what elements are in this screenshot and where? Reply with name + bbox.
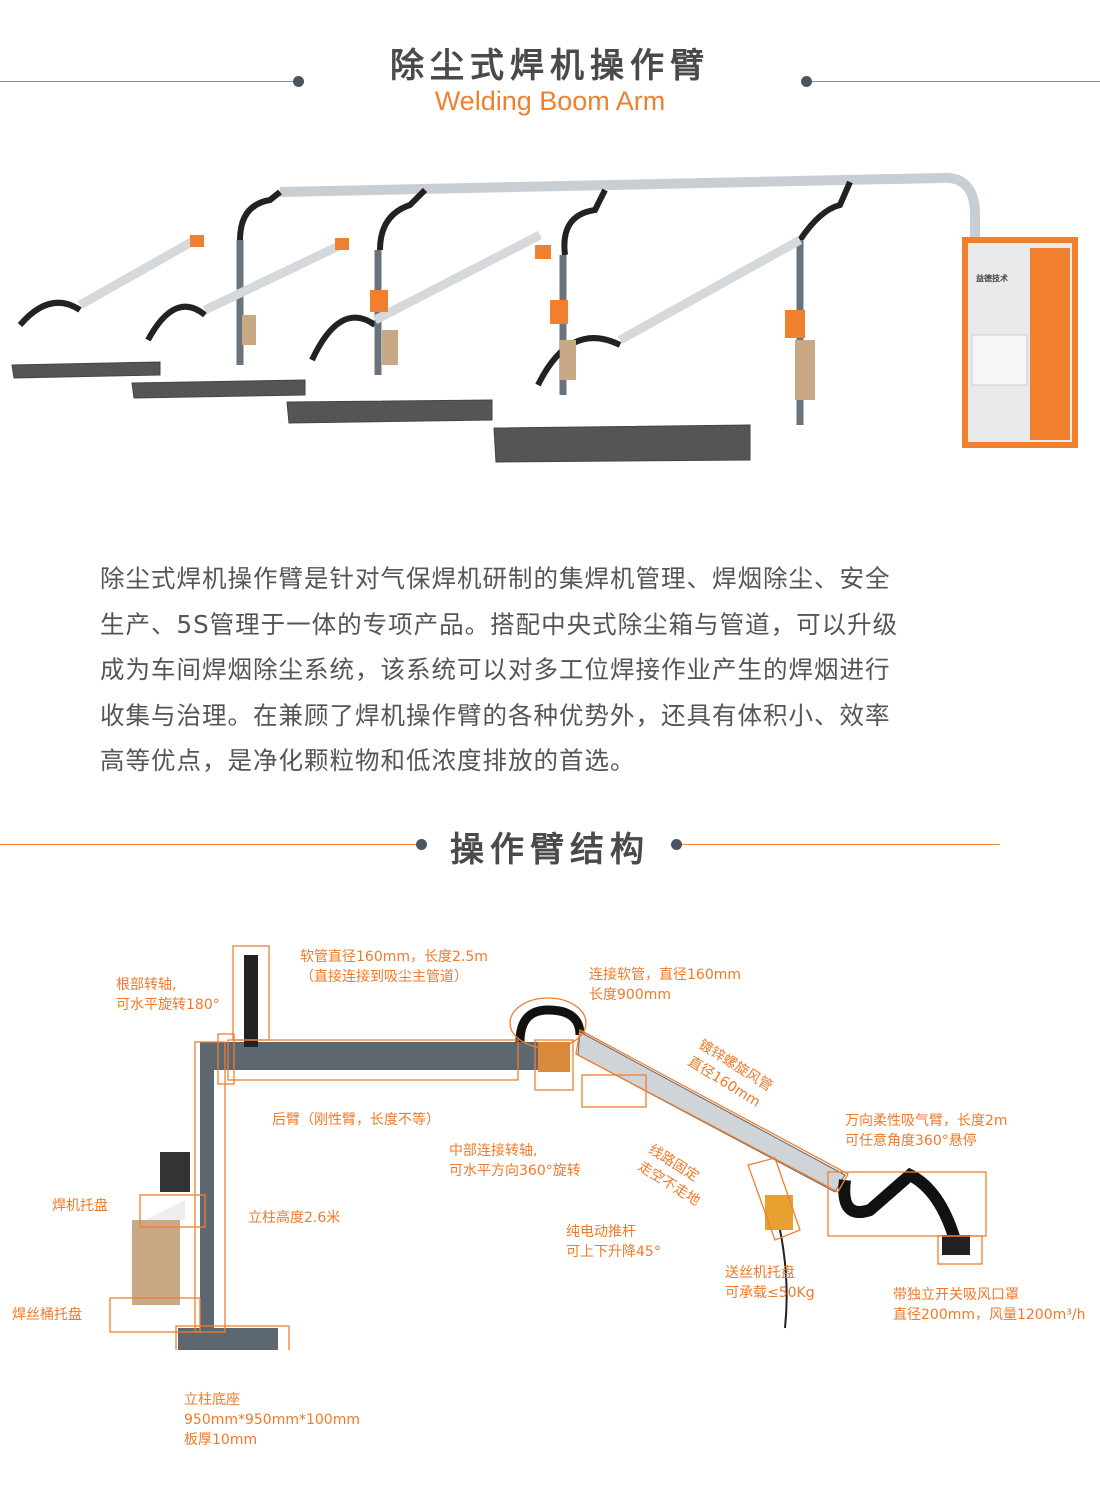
label-drum-tray: 焊丝桶托盘 [12, 1307, 82, 1323]
arm-structure-diagram [109, 945, 987, 1350]
label-column-height: 立柱高度2.6米 [248, 1210, 341, 1226]
divider-right [806, 81, 1100, 82]
label-feeder-tray: 送丝机托盘可承载≤50Kg [725, 1265, 815, 1301]
description-line: 生产、5S管理于一体的专项产品。搭配中央式除尘箱与管道，可以升级 [100, 609, 899, 639]
section-divider-left [0, 844, 421, 845]
label-rear-arm: 后臂（刚性臂，长度不等） [272, 1112, 440, 1128]
divider-left [0, 81, 298, 82]
divider-dot [416, 839, 427, 850]
divider-dot [801, 76, 812, 87]
page-title: 除尘式焊机操作臂 [390, 46, 710, 86]
page-subtitle: Welding Boom Arm [434, 86, 666, 116]
section-divider-right [676, 844, 1000, 845]
label-hose: 软管直径160mm，长度2.5m（直接连接到吸尘主管道） [300, 949, 488, 985]
brand-logo: 益德技术 [976, 274, 1008, 283]
description-line: 除尘式焊机操作臂是针对气保焊机研制的集焊机管理、焊烟除尘、安全 [100, 564, 891, 593]
description-line: 高等优点，是净化颗粒物和低浓度排放的首选。 [100, 746, 636, 775]
product-description: 除尘式焊机操作臂是针对气保焊机研制的集焊机管理、焊烟除尘、安全 生产、5S管理于… [100, 556, 1010, 784]
product-overview-image [11, 172, 1078, 463]
section-title: 操作臂结构 [450, 830, 650, 870]
label-root-pivot: 根部转轴,可水平旋转180° [116, 977, 220, 1013]
label-middle-pivot: 中部连接转轴,可水平方向360°旋转 [449, 1143, 581, 1179]
label-suction-hood: 带独立开关吸风口罩直径200mm，风量1200m³/h [893, 1287, 1086, 1323]
description-line: 收集与治理。在兼顾了焊机操作臂的各种优势外，还具有体积小、效率 [100, 700, 891, 730]
label-welder-tray: 焊机托盘 [52, 1198, 108, 1214]
divider-dot [671, 839, 682, 850]
description-line: 成为车间焊烟除尘系统，该系统可以对多工位焊接作业产生的焊烟进行 [100, 655, 891, 684]
divider-dot [293, 76, 304, 87]
label-actuator: 纯电动推杆可上下升降45° [566, 1224, 661, 1260]
